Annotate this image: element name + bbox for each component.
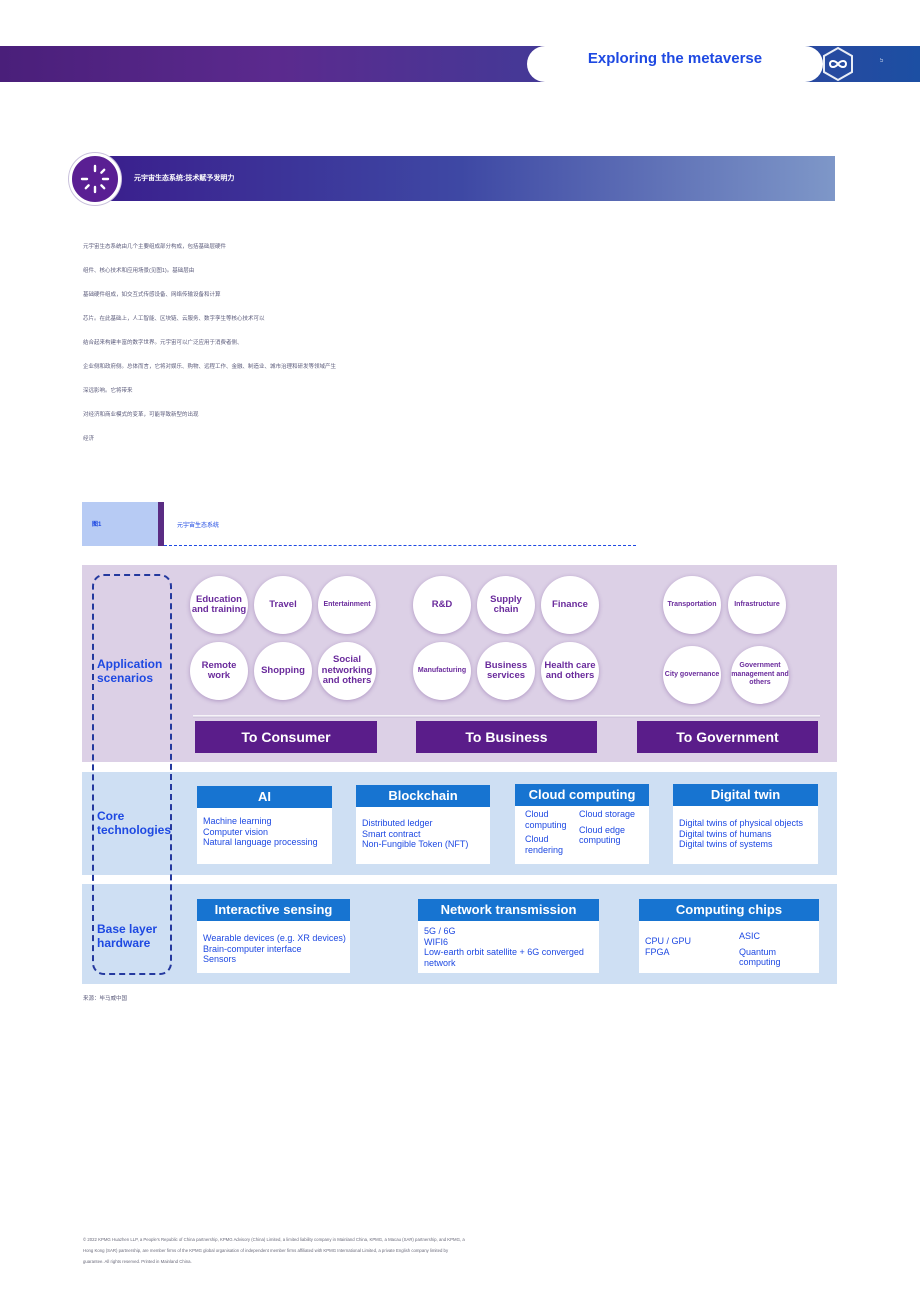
hw-card-title: Network transmission [418,899,599,921]
tech-item: Cloud rendering [525,834,564,855]
tech-card-title: Digital twin [673,784,818,806]
hw-item: Low-earth orbit satellite + 6G converged… [424,947,584,968]
bubble-entertainment: Entertainment [318,576,376,634]
page-number: 5 [880,58,884,64]
bubble-government-management: Government management and others [731,646,789,704]
section-title: 元宇宙生态系统:技术赋予发明力 [134,175,235,182]
audience-government: To Government [637,721,818,753]
tech-card-cloud-computing: Cloud computing Cloud computing Cloud re… [515,784,649,864]
tech-card-blockchain: Blockchain Distributed ledger Smart cont… [356,785,490,864]
tech-item: Cloud storage [579,809,636,819]
header-title-pill [527,46,823,82]
figure-label-accent [158,502,164,546]
tech-card-title: AI [197,786,332,808]
layer-label-frame [92,574,172,975]
bubble-finance: Finance [541,576,599,634]
hw-item: Sensors [203,954,237,964]
hw-card-network-transmission: Network transmission 5G / 6G WIFI6 Low-e… [418,899,599,973]
hw-item: 5G / 6G [424,926,456,936]
section-band [86,156,835,201]
audience-consumer: To Consumer [195,721,377,753]
figure-source: 来源：毕马威中国 [83,996,128,1002]
body-text-line: 经济 [83,436,95,442]
tech-item: Computer vision [203,826,269,837]
tech-item: Digital twins of physical objects [679,818,804,828]
hw-item: FPGA [645,946,670,957]
footer-legal-line: Hong Kong (SAR) partnership, are member … [83,1248,449,1253]
tech-card-title: Blockchain [356,785,490,807]
figure-divider [164,545,636,546]
tech-item: Non-Fungible Token (NFT) [362,839,469,849]
bubble-health-care: Health care and others [541,642,599,700]
figure-number: 图1 [92,522,102,528]
tech-card-title: Cloud computing [515,784,649,806]
body-text-line: 企业侧和政府侧。总体而言，它将对娱乐、购物、远程工作、金融、制造业、城市治理和研… [83,364,337,370]
infinity-hexagon-icon [823,46,853,82]
figure-caption: 元宇宙生态系统 [177,523,220,529]
bubble-transportation: Transportation [663,576,721,634]
bubble-manufacturing: Manufacturing [413,642,471,700]
hw-item: Wearable devices (e.g. XR devices) [203,933,346,943]
bubble-rnd: R&D [413,576,471,634]
hw-card-interactive-sensing: Interactive sensing Wearable devices (e.… [197,899,350,973]
tech-item: Digital twins of systems [679,839,773,849]
bubble-business-services: Business services [477,642,535,700]
tech-card-digital-twin: Digital twin Digital twins of physical o… [673,784,818,864]
hw-item: Quantum computing [739,946,781,968]
footer-legal-line: © 2022 KPMG Huazhen LLP, a People's Repu… [83,1237,465,1242]
tech-item: Natural language processing [203,837,318,847]
tech-item: Cloud edge computing [579,824,626,846]
bubble-supply-chain: Supply chain [477,576,535,634]
body-text-line: 组件、核心技术和应用场景(见图1)。基础层由 [83,268,195,274]
tech-item: Cloud computing [525,809,567,830]
bubble-social-networking: Social networking and others [318,642,376,700]
audience-divider [193,715,820,718]
bubble-education: Education and training [190,576,248,634]
audience-business: To Business [416,721,597,753]
bubble-travel: Travel [254,576,312,634]
body-text-line: 元宇宙生态系统由几个主要组成部分构成，包括基础层硬件 [83,244,227,250]
body-text-line: 基础硬件组成，如交互式传感设备、网络传输设备和计算 [83,292,221,298]
hw-card-title: Interactive sensing [197,899,350,921]
tech-item: Smart contract [362,828,421,839]
tech-item: Machine learning [203,816,272,826]
hw-item: ASIC [739,931,761,941]
bubble-shopping: Shopping [254,642,312,700]
bubble-infrastructure: Infrastructure [728,576,786,634]
bubble-remote-work: Remote work [190,642,248,700]
footer-legal-line: guarantee. All rights reserved. Printed … [83,1259,192,1264]
report-title: Exploring the metaverse [587,50,763,67]
tech-item: Digital twins of humans [679,828,772,839]
tech-card-ai: AI Machine learning Computer vision Natu… [197,786,332,864]
tech-item: Distributed ledger [362,818,433,828]
body-text-line: 芯片。在此基础上，人工智能、区块链、云服务、数字孪生等核心技术可以 [83,316,265,322]
sparkle-dial-icon [69,153,121,205]
hw-item: CPU / GPU [645,936,692,946]
hw-item: WIFI6 [424,936,448,947]
bubble-city-governance: City governance [663,646,721,704]
body-text-line: 深远影响。它将带来 [83,388,133,394]
body-text-line: 结合起来构建丰富的数字世界。元宇宙可以广泛应用于消费者侧、 [83,340,243,346]
hw-card-title: Computing chips [639,899,819,921]
body-text-line: 对经济和商业模式的变革，可能导致新型的出现 [83,412,199,418]
hw-card-computing-chips: Computing chips CPU / GPU FPGA ASIC Quan… [639,899,819,973]
hw-item: Brain-computer interface [203,943,302,954]
figure-label-box [82,502,158,546]
